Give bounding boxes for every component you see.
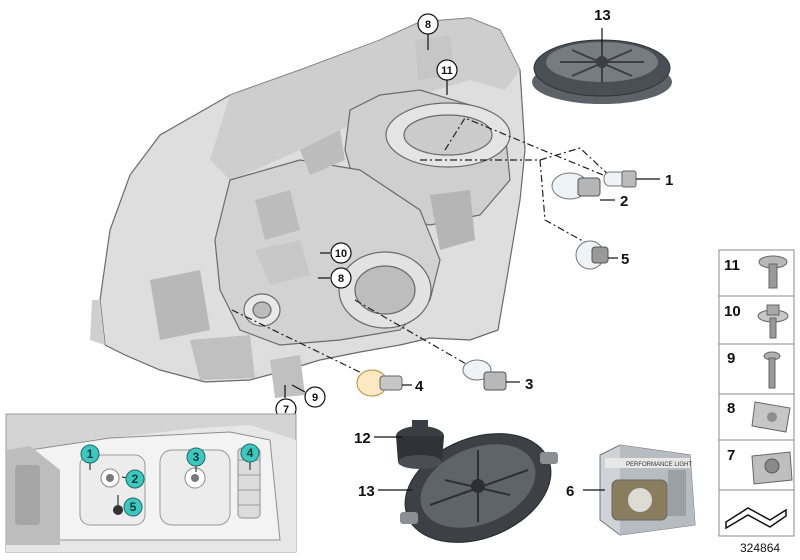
side-label-7: 7 — [727, 447, 735, 464]
side-label-11: 11 — [724, 257, 740, 274]
callout-5: 5 — [621, 251, 629, 268]
inset-label-4: 4 — [247, 446, 254, 460]
cover-cap-bottom — [400, 433, 558, 543]
callout-1: 1 — [665, 172, 673, 189]
clip-nut-8-icon — [751, 401, 791, 433]
reference-number: 324864 — [740, 541, 780, 555]
bulb-2 — [551, 172, 601, 200]
cap-12 — [396, 420, 444, 469]
inset-label-3: 3 — [193, 450, 200, 464]
callout-12: 12 — [354, 430, 371, 447]
side-label-8: 8 — [727, 400, 735, 417]
bulb-3 — [462, 359, 507, 391]
circle-label-8-mid: 8 — [338, 273, 344, 285]
inset-label-1: 1 — [87, 447, 94, 461]
callout-4: 4 — [415, 378, 424, 395]
side-label-9: 9 — [727, 350, 735, 367]
inset-label-2: 2 — [132, 472, 139, 486]
fastener-panel: 11 10 9 8 7 — [718, 249, 795, 537]
callout-3: 3 — [525, 376, 533, 393]
inset-label-5: 5 — [130, 500, 137, 514]
callout-13-top: 13 — [594, 7, 611, 24]
circle-label-11-top: 11 — [441, 65, 453, 77]
cover-cap-top — [532, 39, 672, 104]
callout-6: 6 — [566, 483, 574, 500]
side-label-10: 10 — [724, 303, 741, 320]
headlight-housing — [90, 17, 526, 398]
bulb-4 — [356, 369, 403, 397]
circle-label-9: 9 — [312, 392, 318, 404]
circle-label-10-mid: 10 — [335, 248, 347, 260]
screw-10-icon — [757, 304, 789, 339]
callout-2: 2 — [620, 193, 628, 210]
screw-9-icon — [763, 351, 781, 389]
clip-nut-7-icon — [751, 451, 793, 485]
callout-13-bottom: 13 — [358, 483, 375, 500]
guide-lines — [231, 117, 621, 379]
main-callouts: 1 2 3 4 5 6 12 13 13 — [354, 7, 673, 500]
bulb-1 — [603, 170, 637, 188]
circle-label-7: 7 — [283, 404, 289, 416]
bulb-5 — [575, 240, 609, 270]
box-label: PERFORMANCE LIGHT — [626, 462, 692, 468]
circle-label-8-top: 8 — [425, 19, 431, 31]
performance-light-box: PERFORMANCE LIGHT — [599, 444, 696, 536]
set-symbol-icon — [725, 507, 787, 530]
inset-view: 1 2 3 4 5 — [5, 413, 297, 553]
screw-11-icon — [758, 255, 788, 289]
